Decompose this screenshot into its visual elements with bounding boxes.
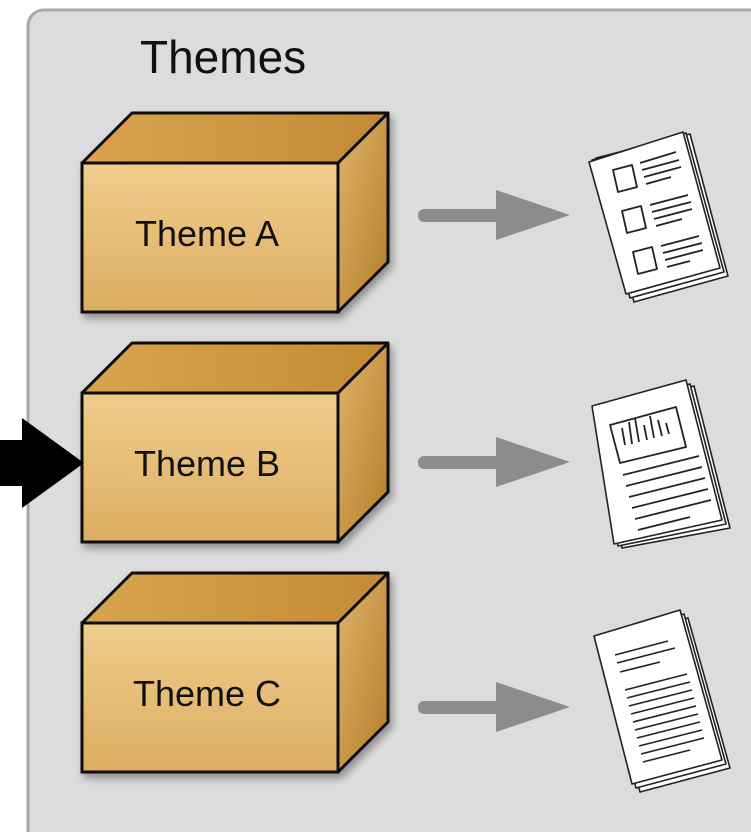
theme-c-box: [80, 571, 390, 774]
theme-b-label: Theme B: [133, 443, 281, 484]
panel-title: Themes: [140, 31, 307, 83]
output-arrow-b: [418, 437, 570, 487]
output-arrow-c: [418, 682, 570, 732]
theme-a-box: [80, 111, 390, 314]
theme-a-label: Theme A: [134, 213, 280, 254]
input-arrow: [0, 418, 84, 508]
theme-c-label: Theme C: [132, 673, 282, 714]
text-document-icon: [593, 609, 731, 793]
chart-report-document-icon: [591, 379, 731, 549]
form-document-icon: [588, 131, 729, 303]
theme-b-box: [80, 341, 390, 544]
output-arrow-a: [418, 190, 570, 240]
